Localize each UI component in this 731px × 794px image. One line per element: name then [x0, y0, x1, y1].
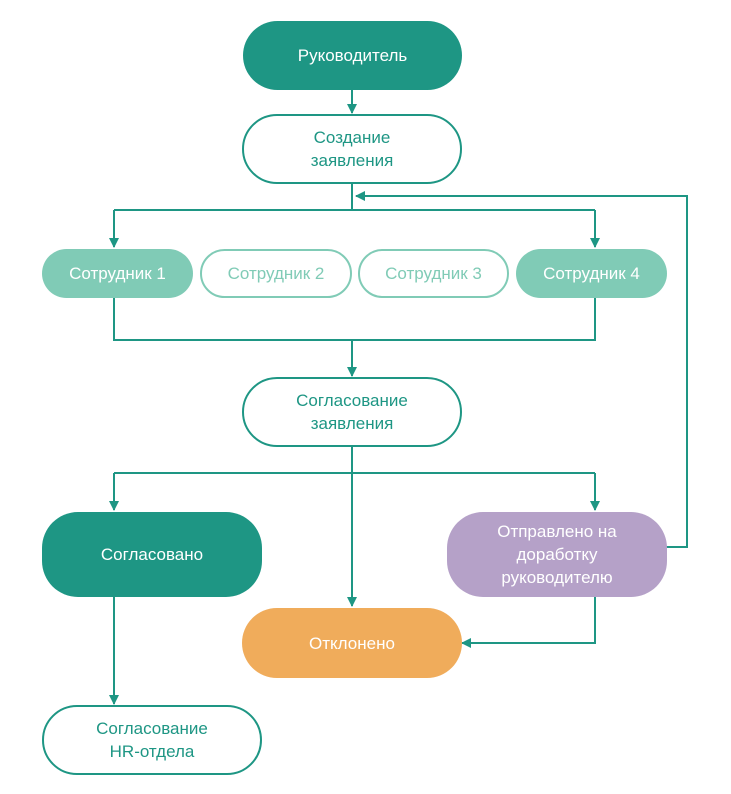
arrow-returned-to-rejected	[461, 596, 596, 648]
node-hr-approval: Согласование HR-отдела	[42, 705, 262, 775]
node-application-approval: Согласование заявления	[242, 377, 462, 447]
node-returned-for-revision: Отправлено на доработку руководителю	[447, 512, 667, 597]
node-rejected: Отклонено	[242, 608, 462, 678]
node-create-application: Создание заявления	[242, 114, 462, 184]
node-employee-1: Сотрудник 1	[42, 249, 193, 298]
node-manager: Руководитель	[243, 21, 462, 90]
node-approved-label: Согласовано	[100, 545, 204, 564]
node-hr-approval-label: Согласование HR-отдела	[96, 719, 208, 761]
node-employee-3: Сотрудник 3	[358, 249, 509, 298]
node-employee-4: Сотрудник 4	[516, 249, 667, 298]
line-merge	[113, 297, 596, 341]
node-employee-2-label: Сотрудник 2	[227, 264, 325, 283]
node-create-application-label: Создание заявления	[310, 128, 394, 170]
node-employee-3-label: Сотрудник 3	[385, 264, 482, 283]
node-employee-4-label: Сотрудник 4	[543, 264, 640, 283]
node-application-approval-label: Согласование заявления	[296, 391, 408, 433]
node-manager-label: Руководитель	[297, 46, 408, 65]
arrow-returned-to-create	[355, 191, 688, 548]
node-employee-2: Сотрудник 2	[200, 249, 352, 298]
node-employee-1-label: Сотрудник 1	[69, 264, 166, 283]
node-rejected-label: Отклонено	[309, 633, 395, 653]
node-approved: Согласовано	[42, 512, 262, 597]
node-returned-for-revision-label: Отправлено на доработку руководителю	[497, 522, 617, 587]
